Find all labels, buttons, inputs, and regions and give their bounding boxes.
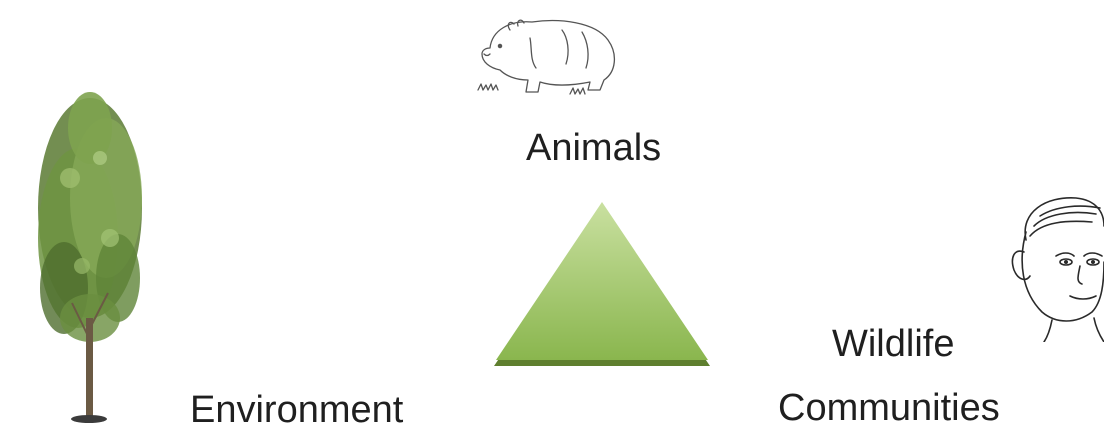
triangle-face [496,202,708,360]
communities-label: Communities [778,386,1000,430]
triangle-icon [488,198,716,370]
animals-label: Animals [526,126,661,170]
child-face-icon [996,192,1104,342]
environment-label: Environment [190,388,403,432]
wombat-icon [470,8,620,100]
wildlife-label: Wildlife [832,322,954,366]
tree-foliage [38,92,142,342]
tree-icon [20,88,160,428]
